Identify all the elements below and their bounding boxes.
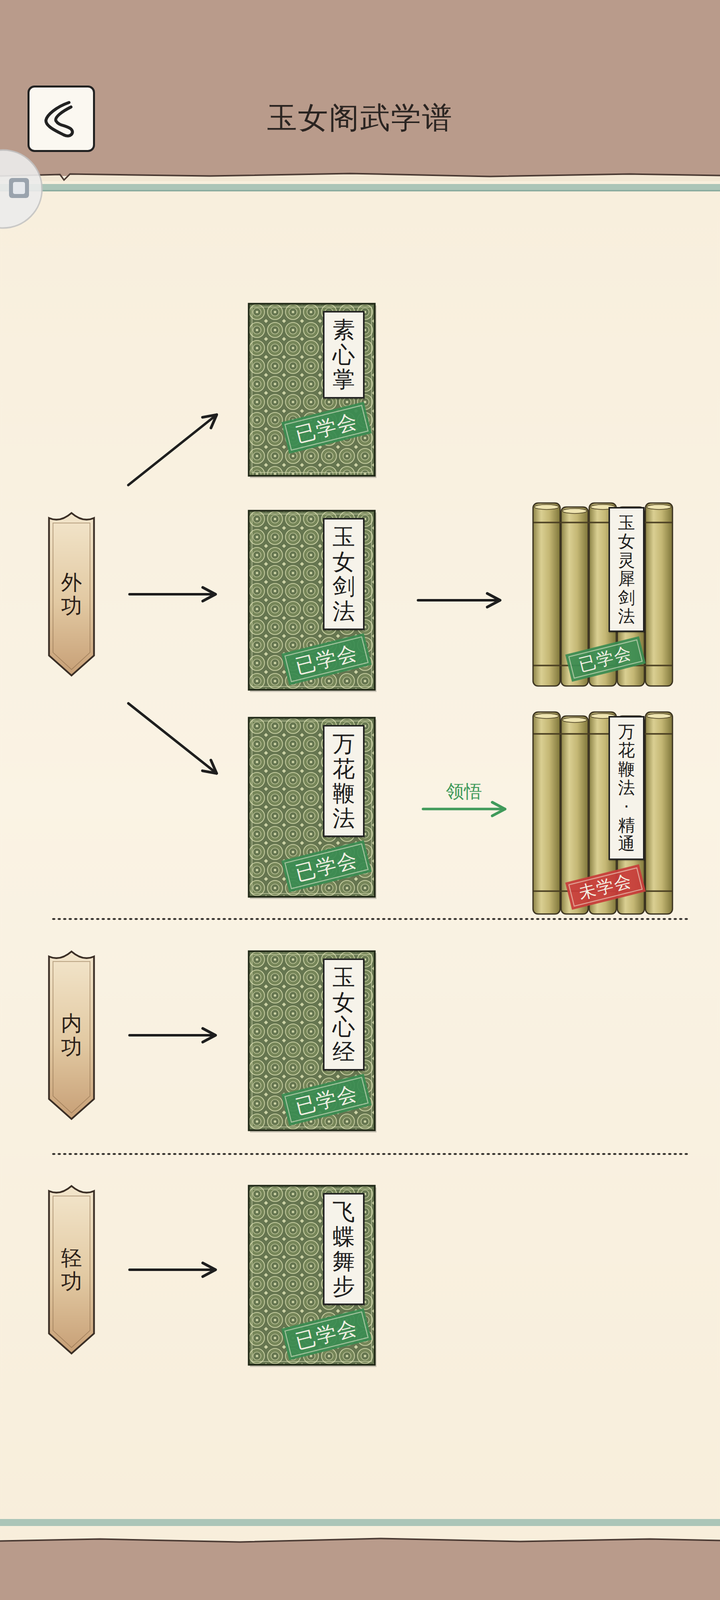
manual-book: 玉女剑法已学会 — [248, 510, 376, 691]
tag-outline — [49, 513, 94, 676]
decoration — [0, 150, 42, 228]
book-trim — [252, 721, 372, 894]
bamboo-rod — [533, 712, 560, 914]
bamboo-scroll: 万花鞭法·精通未学会 — [532, 709, 673, 916]
decoration — [9, 178, 29, 198]
teal-band — [0, 184, 720, 191]
category-tag: 轻功 — [46, 1183, 97, 1357]
bamboo-scroll: 玉女灵犀剑法已学会 — [532, 500, 673, 688]
book-cover — [249, 1186, 375, 1365]
edge-label: 领悟 — [446, 779, 482, 804]
bamboo-rod — [645, 503, 673, 686]
book-cover — [249, 304, 375, 476]
decoration — [46, 102, 73, 136]
teal-band-line — [0, 190, 720, 192]
torn-edge — [0, 173, 720, 181]
skill-name: 玉女灵犀剑法 — [618, 513, 635, 626]
category-tag: 内功 — [46, 948, 97, 1122]
skill-name: 素心掌 — [332, 317, 355, 392]
skill-name: 玉女心经 — [332, 965, 355, 1064]
manual-book: 玉女心经已学会 — [248, 950, 376, 1131]
bamboo-cap — [562, 508, 587, 514]
skill-name: 万花鞭法 — [332, 731, 355, 831]
category-label: 轻功 — [61, 1246, 82, 1293]
arrow-connector — [423, 808, 505, 811]
title-slip: 玉女灵犀剑法 — [608, 507, 645, 632]
book-cover — [249, 718, 375, 897]
bamboo-cap — [647, 713, 671, 719]
footer-bar — [0, 1538, 720, 1600]
manual-book: 飞蝶舞步已学会 — [248, 1185, 376, 1366]
title-slip: 玉女剑法 — [323, 518, 365, 630]
tag-outline — [49, 951, 94, 1119]
title-slip: 玉女心经 — [323, 958, 365, 1071]
back-button — [28, 86, 94, 151]
book-trim — [252, 1189, 372, 1362]
bamboo-cap — [562, 717, 587, 723]
bamboo-cap — [647, 504, 671, 510]
arrow-connector — [128, 414, 217, 485]
binding-cord — [533, 733, 672, 735]
manual-book: 万花鞭法已学会 — [248, 717, 376, 898]
title-slip: 万花鞭法 — [323, 725, 365, 837]
floating-icon — [0, 150, 42, 228]
tag-inner-line — [53, 1196, 90, 1348]
tag-inner-line — [53, 961, 90, 1113]
bamboo-rod — [645, 712, 673, 914]
torn-edge-line — [0, 1538, 720, 1542]
dotted-separator — [53, 1153, 689, 1155]
bamboo-cap — [534, 504, 559, 510]
category-tag: 外功 — [46, 510, 97, 679]
skill-name: 玉女剑法 — [332, 524, 355, 624]
skill-name: 飞蝶舞步 — [332, 1199, 355, 1299]
title-slip: 万花鞭法·精通 — [608, 716, 645, 860]
header-bar — [0, 0, 720, 176]
arrow-connector — [129, 1268, 216, 1271]
book-trim — [252, 307, 372, 473]
page-title: 玉女阁武学谱 — [0, 98, 720, 139]
skill-name: 万花鞭法·精通 — [618, 722, 635, 854]
arrow-connector — [129, 1034, 216, 1037]
decoration — [28, 86, 94, 151]
tag-outline — [49, 1186, 94, 1354]
torn-edge-line — [0, 173, 720, 180]
tag-inner-line — [53, 523, 90, 670]
arrow-connector — [129, 593, 216, 596]
category-label: 内功 — [61, 1012, 82, 1058]
title-slip: 素心掌 — [323, 311, 365, 399]
book-cover — [249, 951, 375, 1131]
arrow-connector — [128, 703, 217, 774]
dotted-separator — [53, 918, 689, 920]
bamboo-cap — [534, 713, 559, 719]
arrow-connector — [418, 599, 500, 602]
bamboo-rod — [533, 503, 560, 686]
book-trim — [252, 954, 372, 1127]
book-cover — [249, 511, 375, 690]
binding-cord — [533, 522, 672, 524]
category-label: 外功 — [61, 571, 82, 617]
teal-band — [0, 1519, 720, 1526]
manual-book: 素心掌已学会 — [248, 303, 376, 477]
title-slip: 飞蝶舞步 — [323, 1193, 365, 1305]
decoration — [13, 182, 25, 194]
book-trim — [252, 514, 372, 687]
